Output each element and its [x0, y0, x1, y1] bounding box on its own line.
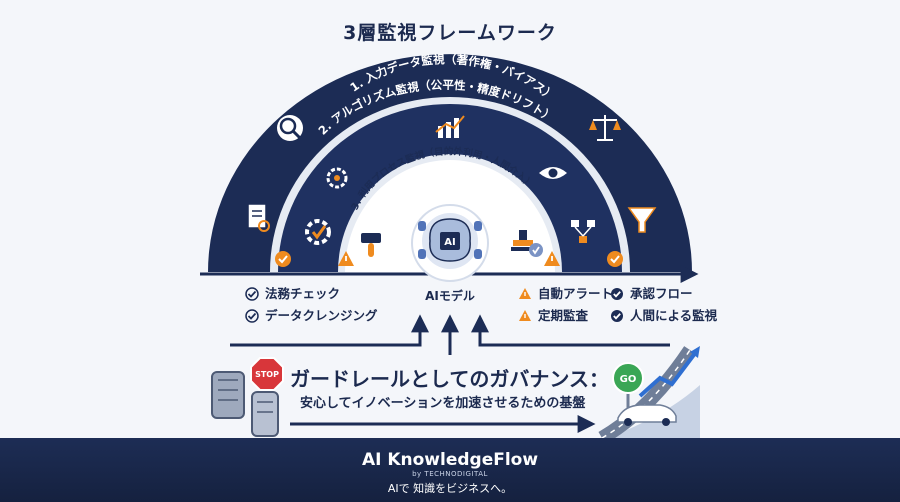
- brand-tagline: AIで 知識をビジネスへ。: [387, 482, 513, 495]
- ai-model-label: AIモデル: [425, 289, 475, 303]
- brand-name: AI KnowledgeFlow: [361, 450, 539, 470]
- left-checklist: 法務チェック データクレンジング: [245, 283, 378, 327]
- trend-chart-icon: [435, 115, 465, 138]
- eye-icon: [539, 167, 567, 179]
- checkmark-icon: [245, 309, 259, 323]
- scale-icon: [589, 115, 621, 141]
- road-car-illustration: [598, 346, 700, 445]
- approval-item-label: 人間による監視: [630, 308, 718, 323]
- magnifier-gear-icon: [277, 115, 303, 141]
- alert-item-label: 自動アラート: [538, 286, 614, 301]
- approval-item-label: 承認フロー: [630, 286, 693, 301]
- input-flow-arrow-left: [230, 314, 429, 347]
- svg-text:GO: GO: [620, 374, 637, 385]
- warning-badge: [338, 251, 354, 266]
- check-circle-icon: [611, 288, 623, 300]
- pedals-icon: [211, 371, 279, 437]
- page-title: 3層監視フレームワーク: [343, 22, 557, 44]
- approval-item: 人間による監視: [610, 305, 717, 327]
- approval-item: 承認フロー: [610, 283, 717, 305]
- svg-text:STOP: STOP: [255, 370, 279, 379]
- stamp-icon: [511, 230, 535, 251]
- footer-bar: [0, 438, 900, 502]
- check-item: データクレンジング: [245, 305, 378, 327]
- flowchart-icon: [571, 220, 595, 243]
- checkpoint-badge: [529, 243, 543, 257]
- ai-brain-chip: AI: [411, 204, 489, 282]
- input-flow-arrow-right: [471, 314, 670, 347]
- gear-check-icon: [305, 219, 331, 245]
- alert-item-label: 定期監査: [538, 308, 589, 323]
- brand-byline: by TECHNODIGITAL: [412, 470, 488, 478]
- stop-sign-icon: STOP: [250, 357, 284, 391]
- warning-badge: [544, 251, 560, 266]
- funnel-icon: [627, 207, 657, 233]
- governance-subtitle: 安心してイノベーションを加速させるための基盤: [300, 396, 586, 411]
- check-item-label: データクレンジング: [265, 308, 378, 323]
- checkpoint-badge: [275, 251, 291, 267]
- approval-list: 承認フロー 人間による監視: [610, 283, 717, 327]
- hand-click-icon: [361, 233, 381, 257]
- check-item: 法務チェック: [245, 283, 378, 305]
- check-item-label: 法務チェック: [265, 286, 341, 301]
- alert-item: 定期監査: [518, 305, 613, 327]
- alert-list: 自動アラート 定期監査: [518, 283, 613, 327]
- governance-title: ガードレールとしてのガバナンス：: [290, 367, 609, 391]
- ai-chip-label: AI: [444, 237, 455, 248]
- alert-item: 自動アラート: [518, 283, 613, 305]
- check-circle-icon: [611, 310, 623, 322]
- checkpoint-badge: [607, 251, 623, 267]
- warning-icon: [519, 310, 531, 321]
- warning-icon: [519, 288, 531, 299]
- document-search-icon: [247, 203, 270, 232]
- gear-cycle-icon: [326, 167, 348, 189]
- checkmark-icon: [245, 287, 259, 301]
- go-sign-icon: GO: [612, 362, 644, 408]
